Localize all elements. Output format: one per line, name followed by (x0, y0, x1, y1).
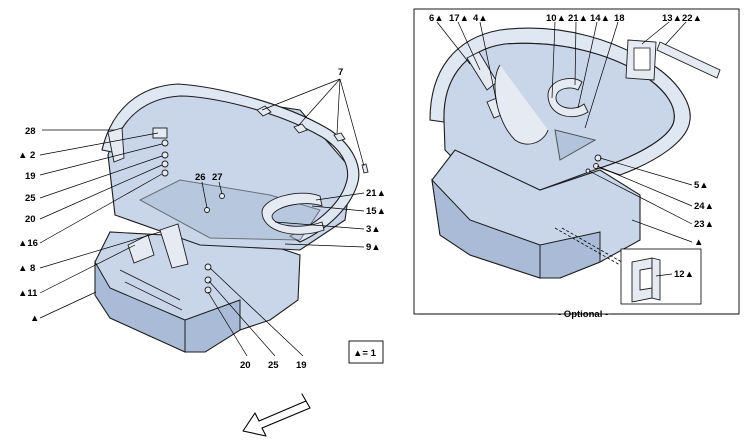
main-labels-left: 28 ▲ 2 19 25 20 ▲16 ▲ 8 ▲11 ▲ (18, 126, 39, 324)
label-28: 28 (25, 126, 36, 137)
inset-label-12: 12▲ (674, 269, 694, 280)
label-triangle-left: ▲ (30, 313, 39, 324)
label-7: 7 (338, 67, 343, 78)
inset-label-17: 17▲ (449, 13, 469, 24)
inset-label-10: 10▲ (546, 13, 566, 24)
inset-label-6: 6▲ (429, 13, 444, 24)
label-25-left: 25 (25, 193, 36, 204)
inset-label-24: 24▲ (694, 201, 714, 212)
legend-box: ▲= 1 (348, 340, 384, 364)
label-27: 27 (212, 172, 223, 183)
inset-label-23: 23▲ (694, 219, 714, 230)
label-19-bottom: 19 (296, 360, 307, 371)
main-labels-right: 21▲ 15▲ 3▲ 9▲ (366, 188, 386, 253)
inset-caption-optional: - Optional - (558, 309, 608, 320)
label-15: 15▲ (366, 206, 386, 217)
label-8: ▲ 8 (18, 263, 35, 274)
inset-labels-right: 5▲ 24▲ 23▲ ▲ 12▲ (674, 180, 714, 280)
optional-inset (413, 8, 740, 315)
label-25-bottom: 25 (268, 360, 279, 371)
inset-label-22: 22▲ (682, 13, 702, 24)
label-26: 26 (195, 172, 206, 183)
main-labels-bottom: 20 25 19 (240, 360, 307, 371)
legend-text: ▲= 1 (353, 348, 377, 359)
inset-label-21: 21▲ (568, 13, 588, 24)
main-trunk-drawing (94, 83, 369, 353)
inset-label-13: 13▲ (662, 13, 682, 24)
label-19-left: 19 (25, 171, 36, 182)
label-21-main: 21▲ (366, 188, 386, 199)
direction-arrow-icon (242, 393, 311, 437)
label-2: ▲ 2 (18, 150, 35, 161)
inset-labels-top: 6▲ 17▲ 4▲ 10▲ 21▲ 14▲ 18 13▲ 22▲ (429, 13, 702, 24)
inset-label-18: 18 (614, 13, 625, 24)
inset-leader-lines (419, 21, 739, 315)
inset-label-4: 4▲ (473, 13, 488, 24)
label-20-left: 20 (25, 214, 36, 225)
label-3: 3▲ (366, 224, 381, 235)
main-leader-lines (39, 78, 365, 357)
label-20-bottom: 20 (240, 360, 251, 371)
label-16: ▲16 (18, 238, 38, 249)
inset-label-14: 14▲ (590, 13, 610, 24)
label-11: ▲11 (18, 288, 38, 299)
inset-label-triangle: ▲ (694, 237, 703, 248)
label-9: 9▲ (366, 242, 381, 253)
inset-label-5: 5▲ (694, 180, 709, 191)
main-labels-top: 7 26 27 (195, 67, 343, 183)
